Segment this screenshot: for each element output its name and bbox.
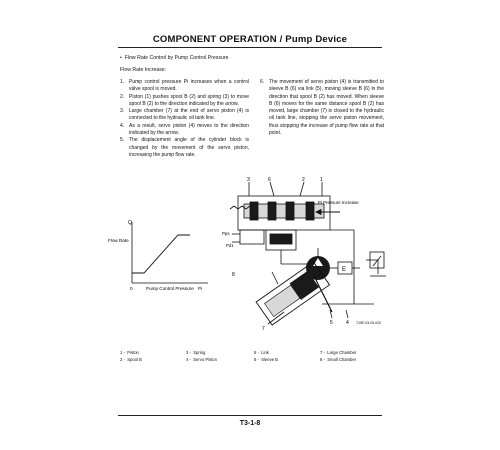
legend-number: 6 - xyxy=(254,357,259,362)
component-e-label: E xyxy=(342,267,346,273)
lower-piston xyxy=(269,233,293,245)
spool-land xyxy=(285,201,295,221)
callout-leader-7 xyxy=(267,311,285,325)
relief-valve xyxy=(369,251,385,269)
legend-column: 1 - Piston 2 - Spool B xyxy=(120,349,142,363)
legend-label: Sleeve B xyxy=(261,357,278,362)
regulator-diagram: E 3 6 2 1 Pi Pressure Increase Pps Pd1 8… xyxy=(222,177,386,332)
callout-1: 1 xyxy=(320,177,323,183)
pd1-label: Pd1 xyxy=(226,243,234,248)
step-number: 6. xyxy=(260,79,265,85)
step-text: Piston (1) pushes spool B (2) and spring… xyxy=(129,93,249,107)
callout-leader-8 xyxy=(271,271,279,285)
spool-spring xyxy=(229,205,251,210)
legend-label: Spring xyxy=(193,350,206,355)
steps-left: 1. Pump control pressure Pi increases whe… xyxy=(120,79,249,159)
legend-item: 8 - Small Chamber xyxy=(320,356,356,363)
graph-x-end-label: Pi xyxy=(198,286,202,291)
legend-item: 6 - Sleeve B xyxy=(254,356,278,363)
legend-label: Servo Piston xyxy=(193,357,217,362)
legend-label: Piston xyxy=(127,350,139,355)
callout-3: 3 xyxy=(247,177,250,183)
flow-rate-graph: Q Flow Rate 0 Pump Control Pressure Pi xyxy=(108,220,208,291)
pump-arrow xyxy=(313,258,323,266)
legend-label: Link xyxy=(261,350,269,355)
callout-leader-2 xyxy=(299,181,305,197)
step-item: 4. As a result, servo piston (4) moves to… xyxy=(120,123,249,138)
legend-label: Large Chamber xyxy=(327,350,357,355)
callout-4: 4 xyxy=(346,320,349,326)
step-item: 5. The displacement angle of the cylinder… xyxy=(120,137,249,159)
pressure-arrow-head xyxy=(315,208,322,216)
step-text: The displacement angle of the cylinder b… xyxy=(129,137,249,158)
step-number: 2. xyxy=(120,93,125,100)
component-e-box xyxy=(337,261,353,275)
steps-right: 6. The movement of servo piston (4) is tr… xyxy=(260,79,384,137)
relief-valve-arrow xyxy=(372,255,382,267)
callout-7: 7 xyxy=(262,326,265,332)
lower-block-left xyxy=(239,229,265,245)
step-item: 2. Piston (1) pushes spool B (2) and spri… xyxy=(120,94,249,109)
legend-number: 5 - xyxy=(254,350,259,355)
legend-number: 8 - xyxy=(320,357,325,362)
legend-item: 7 - Large Chamber xyxy=(320,349,356,356)
step-item: 1. Pump control pressure Pi increases whe… xyxy=(120,79,249,94)
section-bullet: • Flow Rate Control by Pump Control Pres… xyxy=(120,55,229,61)
legend-item: 3 - Spring xyxy=(186,349,217,356)
legend-item: 4 - Servo Piston xyxy=(186,356,217,363)
pressure-increase-label: Pi Pressure Increase xyxy=(318,200,359,205)
step-number: 5. xyxy=(120,137,125,144)
figure-code: T1SF-03-03-020 xyxy=(356,321,381,325)
legend-number: 4 - xyxy=(186,357,191,362)
callout-8: 8 xyxy=(232,272,235,278)
step-text: As a result, servo piston (4) moves to t… xyxy=(129,122,249,137)
callout-5: 5 xyxy=(330,320,333,326)
step-number: 3. xyxy=(120,108,125,115)
callout-leader-4 xyxy=(345,309,349,319)
step-number: 1. xyxy=(120,79,125,85)
callout-6: 6 xyxy=(268,177,271,183)
legend-column: 3 - Spring 4 - Servo Piston xyxy=(186,349,217,363)
legend-column: 5 - Link 6 - Sleeve B xyxy=(254,349,278,363)
spool-bore xyxy=(243,203,325,219)
step-text: The movement of servo piston (4) is tran… xyxy=(269,79,384,137)
flow-rate-curve xyxy=(132,234,190,274)
step-item: 6. The movement of servo piston (4) is tr… xyxy=(260,79,384,137)
callout-2: 2 xyxy=(302,177,305,183)
servo-piston xyxy=(289,270,320,300)
legend-number: 7 - xyxy=(320,350,325,355)
spool-land xyxy=(249,201,259,221)
callout-leader-5 xyxy=(329,309,333,319)
step-number: 4. xyxy=(120,122,125,129)
title-underline xyxy=(118,47,382,48)
footer-rule xyxy=(118,415,382,416)
graph-y-label: Flow Rate xyxy=(108,238,129,243)
legend-column: 7 - Large Chamber 8 - Small Chamber xyxy=(320,349,356,363)
bullet-text: Flow Rate Control by Pump Control Pressu… xyxy=(124,55,229,61)
callout-leader-6 xyxy=(269,181,275,197)
legend-number: 3 - xyxy=(186,350,191,355)
legend-label: Small Chamber xyxy=(327,357,357,362)
step-item: 3. Large chamber (7) at the end of servo … xyxy=(120,108,249,123)
legend-number: 1 - xyxy=(120,350,125,355)
graph-q-label: Q xyxy=(128,220,132,226)
legend-item: 5 - Link xyxy=(254,349,278,356)
page-title: COMPONENT OPERATION / Pump Device xyxy=(152,34,348,45)
legend-item: 2 - Spool B xyxy=(120,356,142,363)
spool-land xyxy=(267,201,277,221)
step-text: Large chamber (7) at the end of servo pi… xyxy=(129,108,249,122)
subheading: Flow Rate Increase: xyxy=(120,67,167,73)
step-text: Pump control pressure Pi increases when … xyxy=(129,79,249,93)
graph-origin-label: 0 xyxy=(130,286,133,291)
link-arm xyxy=(313,275,333,313)
legend-number: 2 - xyxy=(120,357,125,362)
graph-x-label: Pump Control Pressure xyxy=(146,286,194,291)
legend-label: Spool B xyxy=(127,357,142,362)
pps-label: Pps xyxy=(222,231,230,236)
spool-land xyxy=(305,201,315,221)
legend-item: 1 - Piston xyxy=(120,349,142,356)
page-number: T3-1-8 xyxy=(239,420,261,427)
